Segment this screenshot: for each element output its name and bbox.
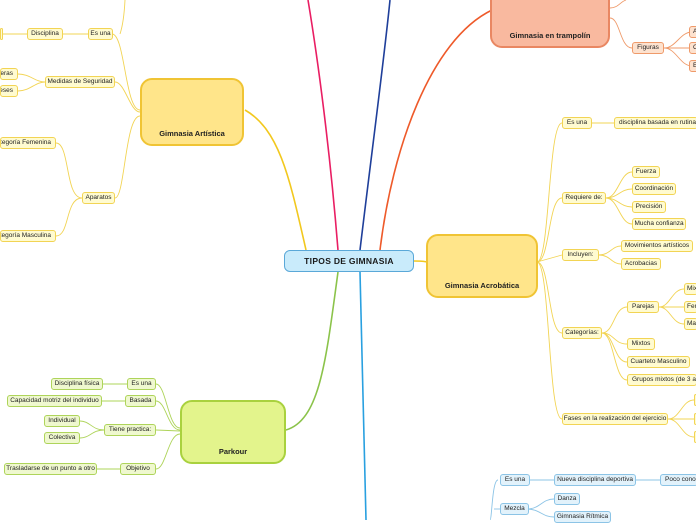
acrobatica-precision[interactable]: Precisión xyxy=(632,201,666,213)
acrobatica-categorias[interactable]: Categorías: xyxy=(562,327,602,339)
parkour-tiene-practica[interactable]: Tiene practica: xyxy=(104,424,156,436)
topic-parkour[interactable]: Parkour xyxy=(180,400,286,464)
topic-gimnasia-acrobatica[interactable]: Gimnasia Acrobática xyxy=(426,234,538,298)
acrobatica-confianza[interactable]: Mucha confianza xyxy=(632,218,686,230)
acrobatica-basada-rutinas[interactable]: disciplina basada en rutinas xyxy=(614,117,696,129)
artistica-medida-2[interactable]: neses xyxy=(0,85,18,97)
bottom-poco-conocida[interactable]: Poco conoc xyxy=(660,474,696,486)
artistica-categoria-femenina[interactable]: ategoría Femenina xyxy=(0,137,56,149)
bottom-nueva-disciplina[interactable]: Nueva disciplina deportiva xyxy=(554,474,636,486)
parkour-basada[interactable]: Basada xyxy=(125,395,156,407)
branch-artistica xyxy=(244,109,307,251)
parkour-trasladarse[interactable]: Trasladarse de un punto a otro xyxy=(4,463,97,475)
branch-parkour xyxy=(285,271,339,431)
acrobatica-mixtos[interactable]: Mixtos xyxy=(627,338,655,350)
topic-title: Gimnasia en trampolín xyxy=(509,31,591,40)
acrobatica-parejas-mixtas[interactable]: Mix xyxy=(684,283,696,295)
acrobatica-incluyen[interactable]: Incluyen: xyxy=(562,249,599,261)
branch-bottom xyxy=(359,271,367,520)
acrobatica-cuarteto-masculino[interactable]: Cuarteto Masculino xyxy=(627,356,690,368)
acrobatica-parejas[interactable]: Parejas xyxy=(627,301,659,313)
acrobatica-fases[interactable]: Fases en la realización del ejercicio xyxy=(562,413,668,425)
acrobatica-es-una[interactable]: Es una xyxy=(562,117,592,129)
acrobatica-fuerza[interactable]: Fuerza xyxy=(632,166,660,178)
branch-trampolin xyxy=(379,9,493,251)
artistica-categoria-masculina[interactable]: ategoría Masculina xyxy=(0,230,56,242)
trampolin-figuras[interactable]: Figuras xyxy=(632,42,664,54)
acrobatica-grupos-mixtos[interactable]: Grupos mixtos (de 3 a xyxy=(627,374,696,386)
acrobatica-fase-2[interactable] xyxy=(694,413,696,425)
trampolin-figura-a[interactable]: A xyxy=(689,26,696,38)
topic-gimnasia-trampolin[interactable]: Gimnasia en trampolín xyxy=(490,0,610,48)
parkour-es-una[interactable]: Es una xyxy=(127,378,156,390)
acrobatica-parejas-masculinas[interactable]: Mas xyxy=(684,318,696,330)
artistica-disciplina[interactable]: Disciplina xyxy=(27,28,63,40)
topic-title: Parkour xyxy=(218,447,248,456)
parkour-disciplina-fisica[interactable]: Disciplina física xyxy=(51,378,103,390)
artistica-aparatos[interactable]: Aparatos xyxy=(82,192,115,204)
root-topic[interactable]: TIPOS DE GIMNASIA xyxy=(284,250,414,272)
parkour-individual[interactable]: Individual xyxy=(44,415,80,427)
acrobatica-requiere[interactable]: Requiere de: xyxy=(562,192,606,204)
artistica-es-una[interactable]: Es una xyxy=(88,28,113,40)
acrobatica-fase-3[interactable] xyxy=(694,431,696,443)
parkour-colectiva[interactable]: Colectiva xyxy=(44,432,80,444)
bottom-es-una[interactable]: Es una xyxy=(500,474,530,486)
bottom-danza[interactable]: Danza xyxy=(554,493,580,505)
topic-title: Gimnasia Acrobática xyxy=(444,281,520,290)
artistica-medida-1[interactable]: ueras xyxy=(0,68,18,80)
parkour-capacidad-motriz[interactable]: Capacidad motriz del individuo xyxy=(7,395,102,407)
topic-gimnasia-artistica[interactable]: Gimnasia Artística xyxy=(140,78,244,146)
bottom-gimnasia-ritmica[interactable]: Gimnasia Rítmica xyxy=(554,511,611,523)
acrobatica-acrobacias[interactable]: Acrobacias xyxy=(621,258,661,270)
acrobatica-coordinacion[interactable]: Coordinación xyxy=(632,183,676,195)
artistica-medidas[interactable]: Medidas de Seguridad xyxy=(45,76,115,88)
parkour-objetivo[interactable]: Objetivo xyxy=(120,463,156,475)
topic-title: Gimnasia Artística xyxy=(159,129,225,138)
bottom-mezcla[interactable]: Mezcla xyxy=(500,503,529,515)
trampolin-figura-c[interactable]: C xyxy=(689,42,696,54)
acrobatica-parejas-femeninas[interactable]: Fem xyxy=(684,301,696,313)
trampolin-figura-e[interactable]: E xyxy=(689,60,696,72)
acrobatica-fase-1[interactable] xyxy=(694,394,696,406)
branch-top-pink xyxy=(307,0,339,251)
branch-top-navy xyxy=(359,0,391,251)
acrobatica-movimientos[interactable]: Movimientos artísticos xyxy=(621,240,693,252)
artistica-disciplina-child[interactable] xyxy=(0,28,3,40)
